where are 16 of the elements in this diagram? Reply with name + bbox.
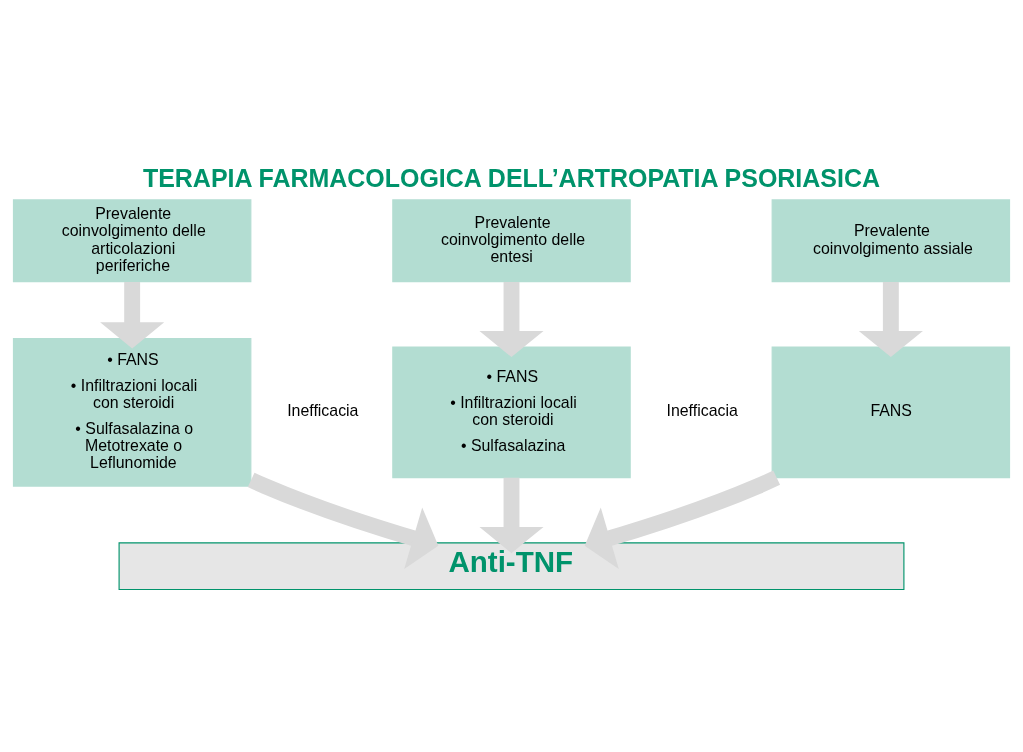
node-box: Prevalente coinvolgimento delle entesi (392, 198, 631, 282)
node-box: • FANS • Infiltrazioni locali con steroidi • Sulfasalazina (392, 345, 631, 478)
node-box: Prevalente coinvolgimento delle articolazioni periferiche (12, 198, 252, 282)
node-box: Prevalente coinvolgimento assiale (771, 198, 1011, 282)
node-box: FANS (771, 345, 1011, 478)
node-box: • FANS • Infiltrazioni locali con steroidi • Sulfasalazina o Metotrexate o Leflunomide (12, 337, 252, 487)
label: Inefficacia (287, 401, 359, 419)
arrow (100, 281, 165, 348)
arrow (479, 281, 544, 357)
arrow (247, 472, 439, 569)
arrow (858, 281, 923, 357)
label: Inefficacia (666, 401, 738, 419)
node-box: Anti-TNF (118, 541, 905, 590)
diagram-title: TERAPIA FARMACOLOGICA DELL’ARTROPATIA PSORIASICA (142, 163, 880, 192)
arrow (479, 477, 544, 553)
arrow (584, 469, 781, 569)
